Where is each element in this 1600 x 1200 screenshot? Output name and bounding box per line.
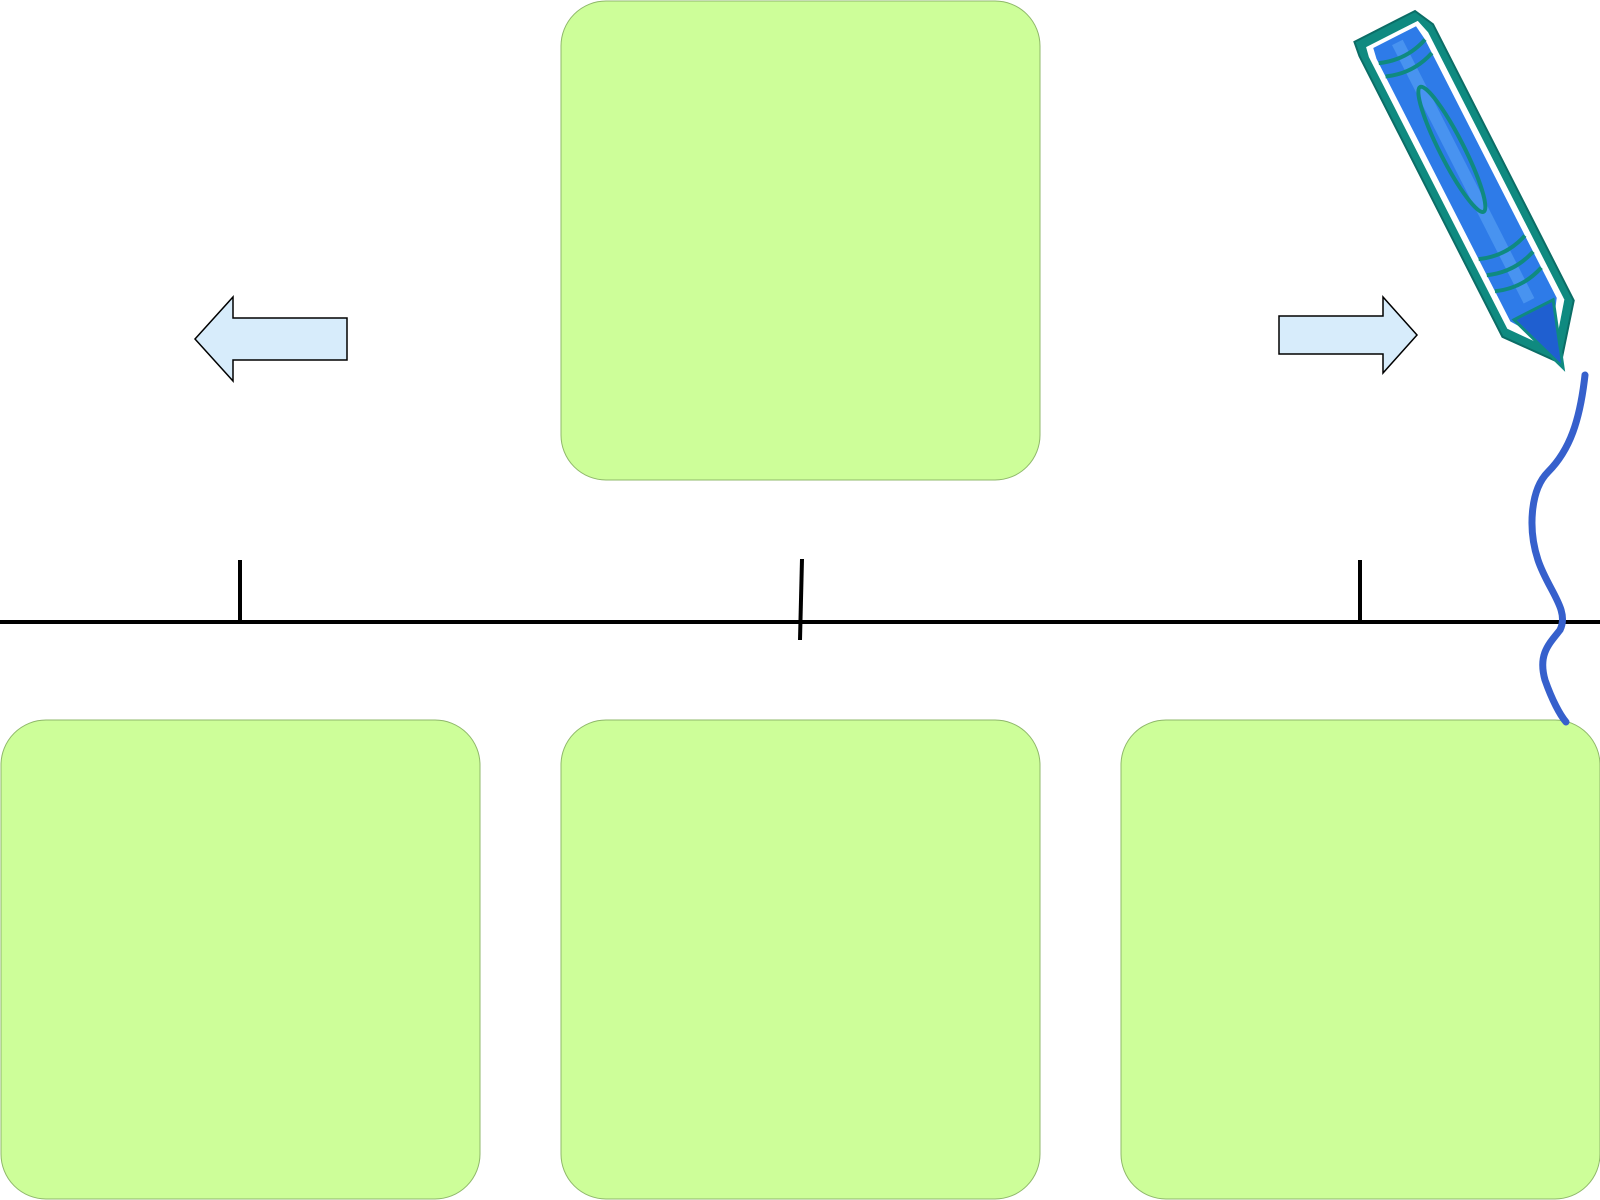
right-arrow <box>1278 295 1419 375</box>
left-arrow <box>193 295 348 383</box>
crayon-icon <box>1353 9 1575 372</box>
box-top-center[interactable] <box>560 0 1041 481</box>
box-bottom-center[interactable] <box>560 719 1041 1200</box>
timeline-tick-center <box>798 558 804 641</box>
box-bottom-right[interactable] <box>1120 719 1600 1200</box>
box-bottom-left[interactable] <box>0 719 481 1200</box>
timeline <box>0 558 1600 641</box>
scribble-line <box>1528 371 1589 726</box>
